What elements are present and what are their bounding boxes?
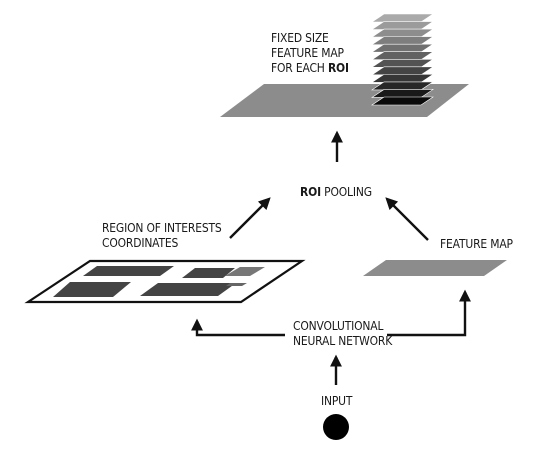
label-line: FEATURE MAP bbox=[271, 45, 344, 60]
feature-map-label: FEATURE MAP bbox=[440, 236, 513, 251]
roi-box bbox=[53, 282, 131, 297]
arrow-feature-map-to-pooling bbox=[385, 197, 429, 241]
input-label: INPUT bbox=[321, 393, 352, 408]
roi-box bbox=[226, 283, 247, 286]
arrow-cnn-to-roi-plane bbox=[191, 318, 285, 337]
arrow-roi-coords-to-pooling bbox=[229, 197, 271, 239]
feature-map-layer bbox=[371, 51, 434, 61]
feature-map-layer bbox=[371, 13, 434, 23]
label-text: FEATURE MAP bbox=[440, 236, 513, 251]
label-text: POOLING bbox=[320, 184, 372, 199]
label-line: COORDINATES bbox=[102, 235, 179, 250]
region-of-interests-label: REGION OF INTERESTS COORDINATES bbox=[102, 220, 222, 250]
roi-bold-text: ROI bbox=[327, 60, 349, 75]
label-line: REGION OF INTERESTS bbox=[102, 220, 222, 235]
feature-map-layer bbox=[371, 28, 434, 38]
label-text: INPUT bbox=[321, 393, 353, 408]
roi-box bbox=[225, 267, 265, 276]
label-line: CONVOLUTIONAL bbox=[293, 318, 384, 333]
arrow-cnn-to-feature-map bbox=[387, 289, 471, 337]
roi-pooling-label: ROI POOLING bbox=[300, 184, 372, 199]
roi-box bbox=[182, 268, 235, 278]
feature-map-layer bbox=[371, 96, 434, 106]
fixed-size-feature-map-stack bbox=[371, 13, 434, 106]
input-node bbox=[323, 414, 349, 440]
fixed-size-feature-map-label: FIXED SIZE FEATURE MAP FOR EACH ROI bbox=[271, 30, 349, 75]
output-feature-plane bbox=[220, 84, 469, 117]
cnn-label: CONVOLUTIONAL NEURAL NETWORK bbox=[293, 318, 392, 348]
feature-map-plane bbox=[363, 260, 507, 276]
label-text: FOR EACH bbox=[271, 60, 328, 75]
feature-map-layer bbox=[371, 43, 434, 53]
feature-map-layer bbox=[371, 74, 434, 83]
label-line: FOR EACH ROI bbox=[271, 60, 349, 75]
feature-map-layer bbox=[371, 21, 434, 30]
feature-map-layer bbox=[371, 66, 434, 76]
roi-box bbox=[140, 283, 236, 296]
feature-map-layer bbox=[371, 36, 434, 45]
label-line: NEURAL NETWORK bbox=[293, 333, 393, 348]
feature-map-layer bbox=[371, 58, 434, 68]
label-line: FIXED SIZE bbox=[271, 30, 329, 45]
roi-box bbox=[83, 266, 174, 276]
roi-bold-text: ROI bbox=[300, 184, 321, 199]
